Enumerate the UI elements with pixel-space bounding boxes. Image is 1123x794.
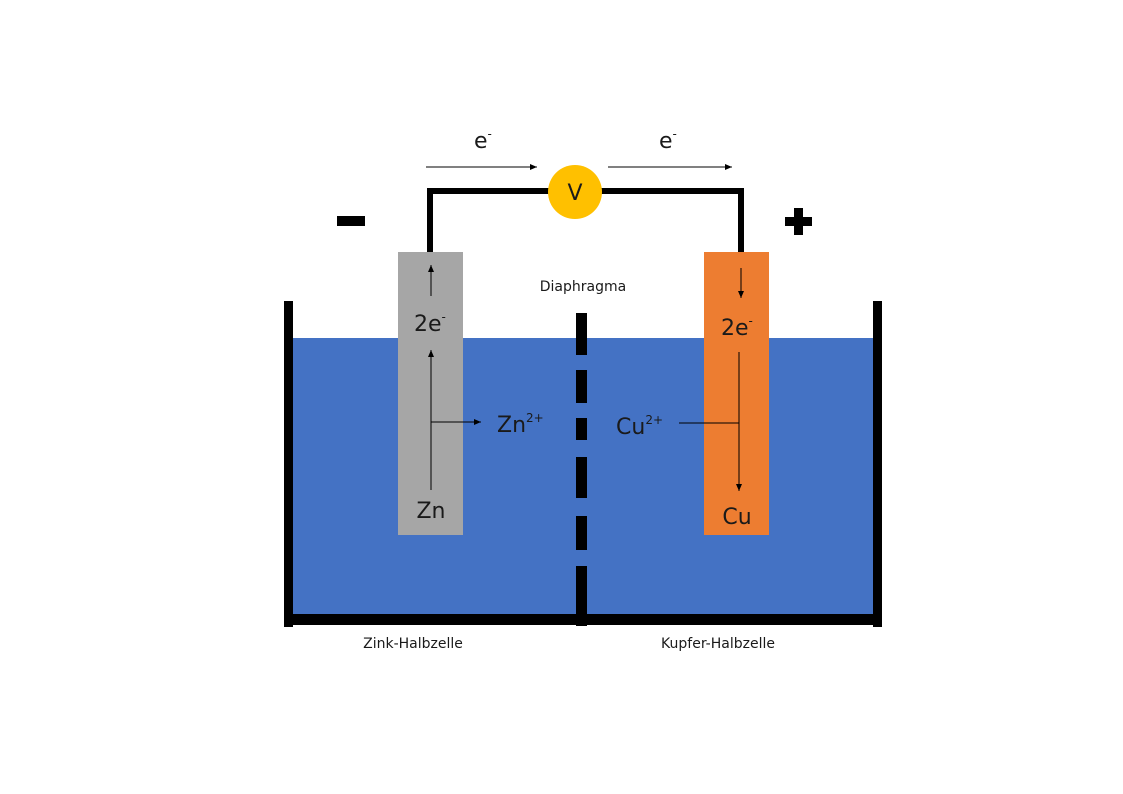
copper-electrode [704, 252, 769, 535]
zinc-electrons-label: 2e- [414, 310, 446, 337]
zinc-ion-label: Zn2+ [497, 411, 544, 438]
electron-flow-left-label: e- [474, 127, 492, 154]
copper-metal-label: Cu [722, 505, 751, 530]
copper-half-cell-label: Kupfer-Halbzelle [661, 636, 775, 652]
electron-flow-right-label: e- [659, 127, 677, 154]
diaphragm [576, 313, 587, 626]
voltmeter-label: V [567, 181, 582, 206]
positive-terminal-sign [785, 208, 812, 235]
copper-ion-label: Cu2+ [616, 413, 663, 440]
diaphragm-label: Diaphragma [540, 279, 626, 295]
vessel-left-wall [284, 301, 293, 627]
copper-electrons-label: 2e- [721, 314, 753, 341]
voltmeter [548, 165, 602, 219]
negative-terminal-sign [337, 216, 365, 226]
zinc-metal-label: Zn [416, 499, 445, 524]
vessel-right-wall [873, 301, 882, 627]
zinc-half-cell-label: Zink-Halbzelle [363, 636, 463, 652]
